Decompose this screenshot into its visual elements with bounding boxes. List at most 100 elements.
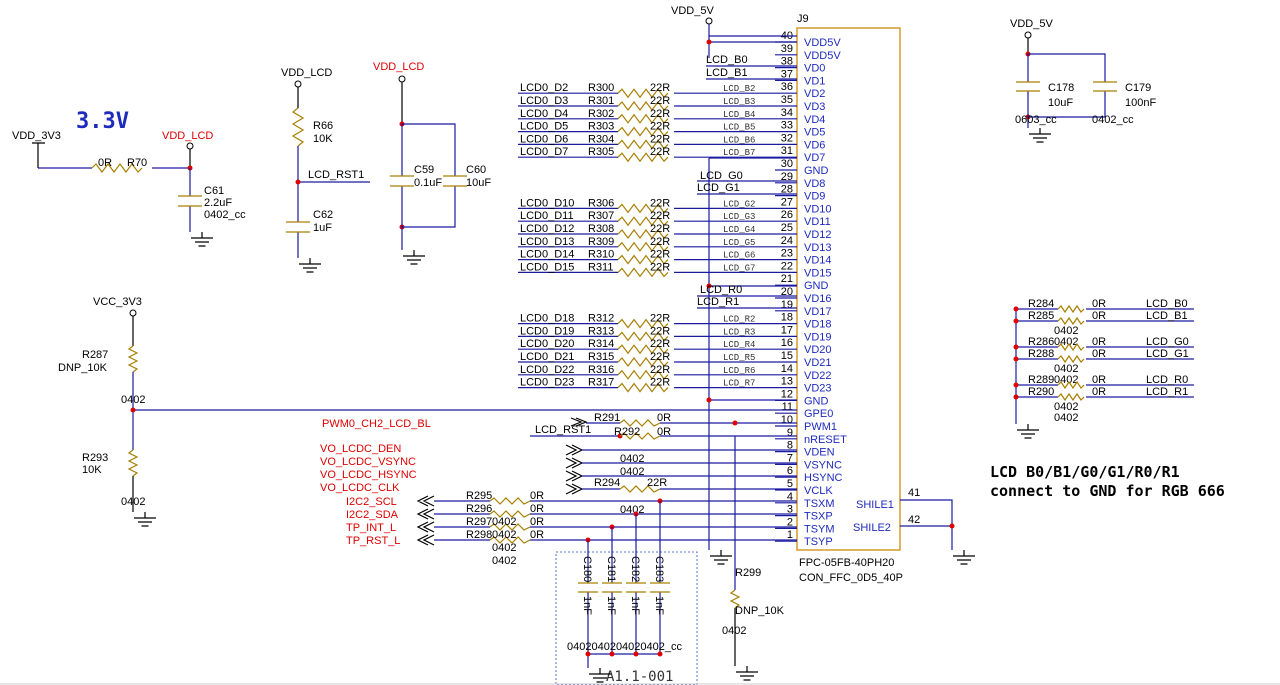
right-res-value: 0R <box>1092 348 1106 360</box>
pin-number: 10 <box>781 414 793 426</box>
r291-ref: R291 <box>594 412 620 424</box>
net-label: LCD0_D14 <box>520 249 574 261</box>
tp-pkg-c: 0402 <box>620 504 644 516</box>
resistor-ref: R306 <box>588 197 614 209</box>
pin-number: 37 <box>781 68 793 80</box>
c60-ref: C60 <box>466 164 486 176</box>
vdd5v-right-label: VDD_5V <box>1010 18 1053 30</box>
right-res-value: 0R <box>1092 310 1106 322</box>
connector-part: FPC-05FB-40PH20 <box>799 557 894 569</box>
resistor-ref: R308 <box>588 223 614 235</box>
pin-name: VD3 <box>804 101 825 113</box>
pin-number: 29 <box>781 171 793 183</box>
pin-name: VSYNC <box>804 459 842 471</box>
net-label: LCD0_D13 <box>520 236 574 248</box>
pin-number: 13 <box>781 376 793 388</box>
connector-ref: J9 <box>797 13 809 25</box>
local-net-label: LCD_B5 <box>723 123 755 133</box>
pin-name: VD9 <box>804 191 825 203</box>
r70-value: 0R <box>98 157 112 169</box>
tp-pkg-b: 0402 <box>492 555 516 567</box>
resistor-ref: R317 <box>588 377 614 389</box>
right-net-label: LCD_B1 <box>1146 310 1188 322</box>
right-res-value: 0R <box>1092 386 1106 398</box>
right-res-pkg: 0402 <box>1054 401 1078 413</box>
pin-number: 24 <box>781 235 793 247</box>
pin-number: 5 <box>787 478 793 490</box>
pin-number: 22 <box>781 260 793 272</box>
right-res-ref: R286 <box>1028 336 1054 348</box>
pin-number: 11 <box>782 401 793 413</box>
net-lcd-g0: LCD_G0 <box>700 170 743 182</box>
r296-ref: R296 <box>466 503 492 515</box>
resistor-ref: R307 <box>588 210 614 222</box>
control-signals: PWM0_CH2_LCD_BL R291 0R LCD_RST1 R292 0R… <box>320 412 797 590</box>
tp-cap-value: 1nF <box>653 596 665 615</box>
resistor-ref: R301 <box>588 95 614 107</box>
r297-value: 0R <box>530 516 544 528</box>
vo-hsync-label: VO_LCDC_HSYNC <box>320 469 417 481</box>
r293-ref: R293 <box>82 452 108 464</box>
pin-name: VDD5V <box>804 50 841 62</box>
voltage-title: 3.3V <box>76 109 129 134</box>
right-res-pkg: 0402 <box>1054 363 1078 375</box>
r66-c62-group: VDD_LCD R66 10K LCD_RST1 C62 1uF <box>281 67 370 273</box>
net-label: LCD0_D6 <box>520 133 568 145</box>
c178-ref: C178 <box>1048 82 1074 94</box>
resistor-value: 22R <box>650 325 670 337</box>
vo-clk-label: VO_LCDC_CLK <box>320 482 400 494</box>
local-net-label: LCD_R4 <box>723 340 755 350</box>
tp-rst-label: TP_RST_L <box>346 535 400 547</box>
pin-name: VD4 <box>804 114 825 126</box>
pin-number: 36 <box>781 81 793 93</box>
tp-cap-value: 1nF <box>581 596 593 615</box>
c62-ref: C62 <box>313 209 333 221</box>
pin-name: VD13 <box>804 242 832 254</box>
vdd5v-right-caps: VDD_5V C178 10uF 0603_cc C179 100nF 0402… <box>1010 18 1156 143</box>
local-net-label: LCD_G5 <box>723 238 755 248</box>
net-label: LCD0_D22 <box>520 364 574 376</box>
connector-pins: 40VDD5V39VDD5V38VD037VD136VD235VD334VD43… <box>775 30 847 548</box>
local-net-label: LCD_R2 <box>723 315 755 325</box>
local-net-label: LCD_G3 <box>723 212 755 222</box>
note-line-1: LCD B0/B1/G0/G1/R0/R1 <box>990 463 1180 481</box>
resistor-ref: R302 <box>588 108 614 120</box>
resistor-value: 22R <box>650 146 670 158</box>
vo-pkg-b: 0402 <box>620 466 644 478</box>
vdd-lcd-a: VDD_LCD <box>162 130 213 142</box>
r294-ref: R294 <box>594 477 620 489</box>
tp-cap-value: 1nF <box>629 596 641 615</box>
r299-group: R299 DNP_10K 0402 <box>722 567 785 681</box>
resistor-value: 22R <box>650 223 670 235</box>
r293-value: 10K <box>82 464 102 476</box>
r298-value: 0R <box>530 529 544 541</box>
tp-cap-ref: C182 <box>629 556 641 582</box>
pin-name: VD18 <box>804 319 832 331</box>
r291-value: 0R <box>657 412 671 424</box>
vdd-lcd-b: VDD_LCD <box>281 67 332 79</box>
right-res-pkg: 0402 <box>1054 336 1078 348</box>
connector-footprint: CON_FFC_0D5_40P <box>799 572 903 584</box>
pin-number: 17 <box>781 324 793 336</box>
pin-number: 23 <box>781 248 793 260</box>
right-res-value: 0R <box>1092 336 1106 348</box>
note-line-2: connect to GND for RGB 666 <box>990 482 1225 500</box>
right-net-label: LCD_R1 <box>1146 386 1188 398</box>
local-net-label: LCD_R3 <box>723 327 755 337</box>
pin-number: 25 <box>781 222 793 234</box>
connector-j9: J9 FPC-05FB-40PH20 CON_FFC_0D5_40P SHILE… <box>775 13 976 584</box>
c178-value: 10uF <box>1048 97 1073 109</box>
pin-number: 2 <box>787 516 793 528</box>
pin-name: GND <box>804 395 829 407</box>
resistor-ref: R310 <box>588 249 614 261</box>
r299-value: DNP_10K <box>735 605 785 617</box>
net-label: LCD0_D21 <box>520 351 574 363</box>
shield2-label: SHILE2 <box>853 522 891 534</box>
pin-name: GND <box>804 280 829 292</box>
shield1-pin: 41 <box>908 487 920 499</box>
right-res-value: 0R <box>1092 298 1106 310</box>
net-label: LCD0_D11 <box>520 210 574 222</box>
c178-pkg: 0603_cc <box>1015 114 1057 126</box>
pin-number: 6 <box>787 465 793 477</box>
pin-name: VDEN <box>804 447 835 459</box>
